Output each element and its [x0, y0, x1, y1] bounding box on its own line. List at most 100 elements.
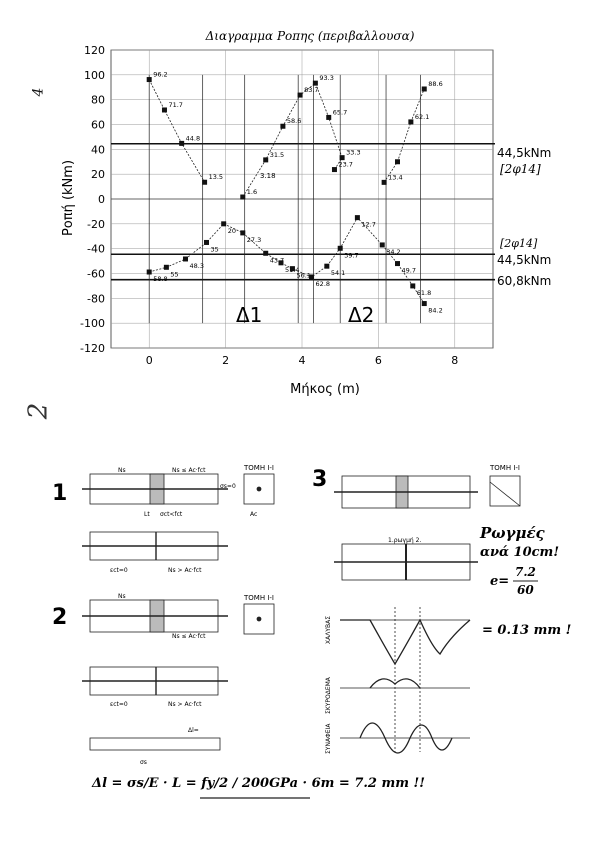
data-point — [146, 77, 152, 83]
data-point — [326, 114, 332, 120]
vertical-label-steel: ΧΑΛΥΒΑΣ — [325, 616, 332, 644]
data-label: 62.8 — [316, 280, 330, 288]
span-label-1: Δ1 — [236, 303, 262, 327]
data-point — [408, 119, 414, 125]
label-ns-2: Ns — [118, 593, 126, 600]
data-label: 62.1 — [415, 113, 429, 121]
data-label: 65.7 — [333, 108, 347, 116]
data-label: 54.1 — [331, 269, 345, 277]
data-point — [146, 269, 152, 275]
x-tick-label: 0 — [146, 354, 153, 367]
y-tick-label: 100 — [84, 69, 105, 82]
section-label-1: ΤΟΜΗ Ι-Ι — [243, 464, 274, 472]
data-point — [395, 261, 400, 267]
x-axis-label: Μήκος (m) — [290, 382, 360, 397]
bottom-equation: Δl = σs/E · L = fy/2 / 200GPa · 6m = 7.2… — [91, 776, 425, 791]
data-label: 55 — [170, 270, 178, 278]
label-lt-1: Lt — [144, 511, 150, 518]
data-label: 13.4 — [388, 173, 402, 181]
label-sigct-1: σct<fct — [160, 511, 183, 518]
data-label: 39.7 — [344, 251, 358, 259]
data-point — [263, 250, 269, 256]
data-label: 93.3 — [319, 74, 333, 82]
section-label-2: ΤΟΜΗ Ι-Ι — [243, 594, 274, 602]
data-label: 71.7 — [168, 101, 182, 109]
y-tick-label: 20 — [91, 168, 105, 181]
section-1 — [243, 473, 275, 505]
note-e-num: 7.2 — [515, 565, 536, 579]
x-tick-label: 6 — [375, 354, 382, 367]
y-tick-label: -20 — [87, 218, 105, 231]
span-label-2: Δ2 — [348, 303, 374, 327]
y-tick-label: 0 — [98, 193, 105, 206]
label-nsmore-1: Ns > Ac·fct — [168, 567, 202, 574]
data-point — [324, 263, 330, 269]
reference-lines — [111, 142, 495, 281]
data-point — [161, 107, 167, 113]
data-label: 58.8 — [153, 275, 167, 283]
y-tick-label: 40 — [91, 143, 105, 156]
data-point — [337, 245, 343, 251]
note-e-result: = 0.13 mm ! — [482, 623, 571, 638]
ref-label-top: 44,5kNm — [497, 146, 551, 160]
data-point — [179, 140, 185, 146]
data-label: 31.5 — [270, 151, 284, 159]
ref-label-bottom: 44,5kNm — [497, 253, 551, 267]
label-ac-1: Ac — [250, 511, 257, 518]
label-nsless-1: Ns ≤ Ac·fct — [172, 467, 206, 474]
data-point — [240, 230, 246, 236]
data-label: 44.8 — [186, 134, 200, 142]
steel-stress-curve — [340, 618, 471, 666]
data-label: 1.6 — [247, 188, 257, 196]
data-point — [240, 194, 246, 200]
data-point — [410, 283, 416, 289]
y-tick-label: -40 — [87, 243, 105, 256]
sketch-number-1: 1 — [52, 481, 67, 506]
data-point — [163, 264, 169, 270]
chart-title: Διαγραμμα Ροπης (περιβαλλουσα) — [205, 29, 415, 43]
data-point — [263, 157, 269, 163]
label-ns-1: Ns — [118, 467, 126, 474]
ref-label-60-8: 60,8kNm — [497, 274, 551, 288]
data-label: 43.7 — [270, 256, 284, 264]
data-label: 61.8 — [417, 289, 431, 297]
x-tick-label: 8 — [451, 354, 458, 367]
note-e: e= — [490, 574, 509, 589]
sketch-number-2: 2 — [52, 605, 67, 630]
data-label: 48.3 — [189, 262, 203, 270]
data-label: 33.3 — [346, 149, 360, 157]
data-point — [309, 274, 315, 280]
data-label: 23.7 — [338, 161, 352, 169]
data-point — [379, 242, 385, 248]
label-ec0-1: εct=0 — [110, 567, 128, 574]
label-sigma0-1: σs=0 — [220, 483, 236, 490]
label-nsmore-2: Ns > Ac·fct — [168, 701, 202, 708]
label-sigs: σs — [140, 759, 147, 766]
label-ec0-2: εct=0 — [110, 701, 128, 708]
series-line — [383, 88, 425, 183]
vertical-label-concrete: ΣΚΥΡΟΔΕΜΑ — [325, 676, 332, 714]
y-tick-label: -80 — [87, 292, 105, 305]
data-point — [421, 86, 427, 92]
vertical-label-bond: ΣΥΝΑΦΕΙΑ — [325, 723, 332, 754]
data-label: 27.3 — [247, 236, 261, 244]
crack-sketches: 1 2 3 ΤΟΜΗ Ι-Ι ΤΟΜΗ Ι-Ι ΤΟΜΗ Ι-Ι Ns Ns ≤… — [52, 464, 571, 799]
strain-bar — [89, 737, 221, 751]
data-label: 88.6 — [428, 80, 442, 88]
data-point — [339, 155, 345, 161]
data-point — [289, 266, 295, 272]
data-label: 34.2 — [386, 248, 400, 256]
data-label: 84.2 — [428, 307, 442, 315]
data-point — [421, 301, 427, 307]
data-label: 49.7 — [402, 267, 416, 275]
section-2 — [243, 603, 275, 635]
note-e-den: 60 — [517, 583, 534, 597]
label-dl: Δl= — [188, 727, 199, 734]
label-nsless-2: Ns ≤ Ac·fct — [172, 633, 206, 640]
bond-stress-curve — [359, 722, 453, 754]
note-spacing: ανά 10cm! — [480, 545, 559, 560]
ref-note-bottom: [2φ14] — [500, 237, 538, 250]
data-point — [278, 260, 284, 266]
